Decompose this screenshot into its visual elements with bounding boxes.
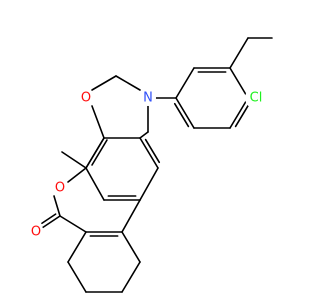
bond-oxazine <box>139 131 149 139</box>
atom-o-carbonyl: O <box>28 224 44 240</box>
atom-o-carbonyl-label: O <box>31 225 41 240</box>
bond-aryl-double <box>175 97 195 129</box>
bond-aryl-double <box>229 97 249 129</box>
bond-lactone <box>121 199 141 233</box>
bond-lactone <box>59 215 87 233</box>
bond-aryl <box>229 37 249 69</box>
bond-cyclohexene <box>121 231 141 263</box>
bond-aromatic-inner <box>91 139 108 166</box>
bond-lactone <box>67 167 87 183</box>
atom-o-ring-ether-label: O <box>81 91 91 106</box>
atom-cl: Cl <box>245 87 267 109</box>
atom-n-amine-label: N <box>143 91 153 106</box>
bond-aromatic <box>85 137 105 169</box>
bond-lactone <box>53 195 61 217</box>
bond-carbonyl <box>41 215 61 229</box>
molecule-structure-diagram: O N O O Cl <box>28 37 273 293</box>
bond-aromatic <box>85 167 105 201</box>
atom-n-amine: N <box>140 90 156 106</box>
bond-oxazine <box>115 75 141 91</box>
bond-aryl <box>175 67 195 99</box>
bond-cyclohexene <box>67 231 87 263</box>
atom-cl-label: Cl <box>250 91 263 106</box>
bond-oxazine <box>91 75 117 91</box>
bond-aryl <box>229 67 249 99</box>
atom-o-lactone-ring-label: O <box>55 181 65 196</box>
bond-aryl-double-inner <box>234 102 251 128</box>
bond-lines <box>41 37 273 293</box>
bond-aryl-double-inner <box>173 102 190 128</box>
bond-carbonyl-inner <box>41 213 57 225</box>
bond-aromatic <box>139 167 159 201</box>
bond-aromatic-double <box>139 137 159 169</box>
bond-oxazine <box>91 105 105 139</box>
bond-cyclohexene <box>67 261 87 293</box>
bond-cyclohexene <box>121 261 141 293</box>
bond-methyl <box>61 151 87 169</box>
atom-o-lactone-ring: O <box>52 180 68 196</box>
bond-aromatic-double-inner <box>144 138 161 164</box>
atom-o-ring-ether: O <box>78 90 94 106</box>
